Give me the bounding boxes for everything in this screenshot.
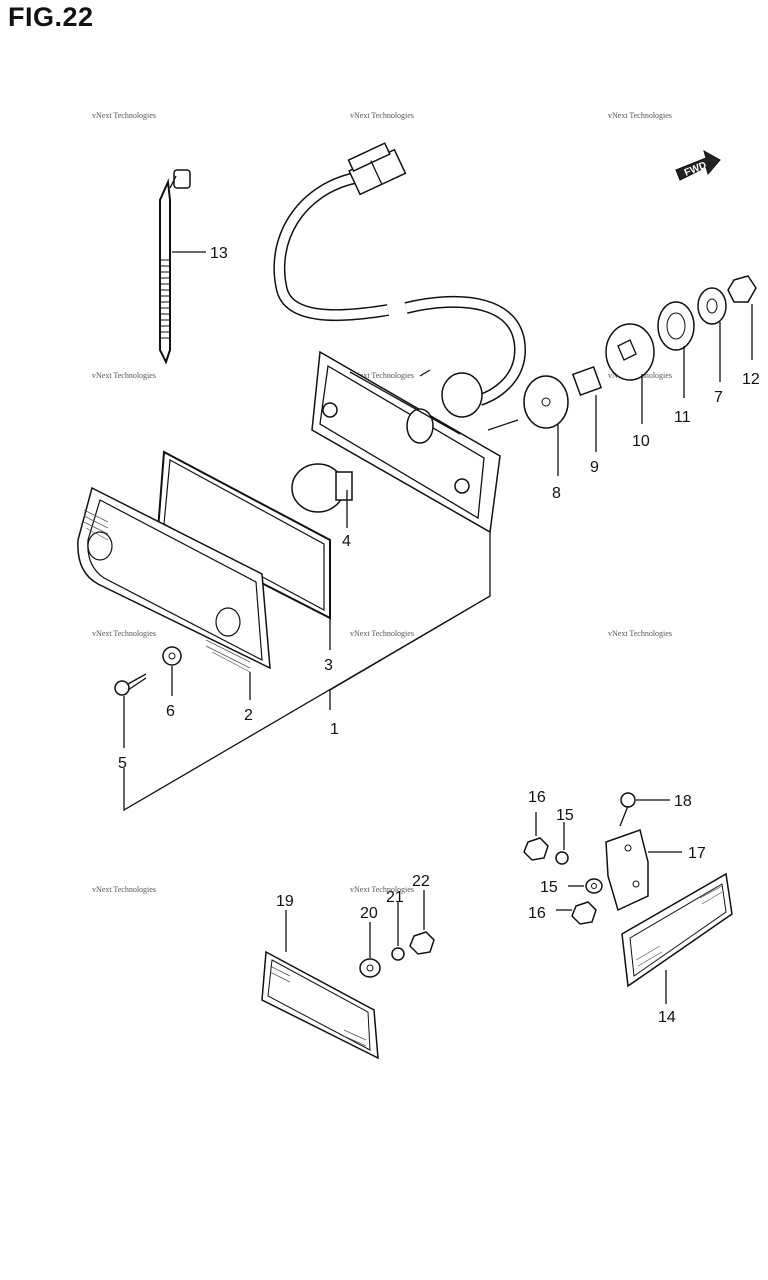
part-label: 7 xyxy=(714,389,723,406)
part-label: 8 xyxy=(552,485,561,502)
lens-part xyxy=(77,486,271,700)
part-label: 17 xyxy=(688,845,706,862)
assembly-leader-lines xyxy=(123,532,491,812)
watermark-text: vNext Technologies xyxy=(92,111,156,120)
watermark-text: vNext Technologies xyxy=(92,371,156,380)
part-label: 22 xyxy=(412,873,430,890)
part-label: 3 xyxy=(324,657,333,674)
watermark-text: vNext Technologies xyxy=(92,629,156,638)
cable-tie-part xyxy=(159,169,206,365)
bracket-part xyxy=(605,829,682,912)
wire-harness-part xyxy=(273,142,527,406)
part-label: 19 xyxy=(276,893,294,910)
part-label: 10 xyxy=(632,433,650,450)
watermark-text: vNext Technologies xyxy=(350,885,414,894)
part-labels: 13 12 7 11 10 9 8 4 3 2 6 1 5 16 15 18 1… xyxy=(118,245,760,1026)
screw-part xyxy=(114,673,147,748)
watermark-text: vNext Technologies xyxy=(608,629,672,638)
washer-nut-group xyxy=(359,890,435,978)
gasket-part xyxy=(156,450,331,650)
fwd-text: FWD xyxy=(683,160,708,179)
figure-title: FIG.22 xyxy=(8,2,94,32)
watermark-text: vNext Technologies xyxy=(350,371,414,380)
part-label: 21 xyxy=(386,889,404,906)
watermark-text: vNext Technologies xyxy=(350,111,414,120)
part-label: 4 xyxy=(342,533,351,550)
nut-washer-lower xyxy=(556,878,603,925)
part-label: 20 xyxy=(360,905,378,922)
part-label: 11 xyxy=(674,409,691,426)
washer-part-6 xyxy=(162,646,182,696)
watermark-text: vNext Technologies xyxy=(92,885,156,894)
part-label: 18 xyxy=(674,793,692,810)
reflector-part-19 xyxy=(261,910,379,1060)
part-label: 15 xyxy=(556,807,574,824)
fwd-arrow-icon: FWD xyxy=(675,149,721,181)
nut-washer-upper xyxy=(523,812,569,865)
part-label: 13 xyxy=(210,245,228,262)
part-label: 6 xyxy=(166,703,175,720)
part-label: 16 xyxy=(528,789,546,806)
hardware-stack xyxy=(523,275,757,476)
reflector-part-14 xyxy=(621,872,733,1004)
part-label: 9 xyxy=(590,459,599,476)
part-label: 16 xyxy=(528,905,546,922)
screw-part-18 xyxy=(619,792,670,827)
part-label: 1 xyxy=(330,721,339,738)
part-label: 12 xyxy=(742,371,760,388)
lamp-housing-part xyxy=(311,350,519,534)
bulb-part xyxy=(291,463,353,528)
part-label: 14 xyxy=(658,1009,676,1026)
part-label: 2 xyxy=(244,707,253,724)
part-label: 5 xyxy=(118,755,127,772)
watermarks: vNext Technologies vNext Technologies vN… xyxy=(92,111,672,894)
part-label: 15 xyxy=(540,879,558,896)
watermark-text: vNext Technologies xyxy=(350,629,414,638)
watermark-text: vNext Technologies xyxy=(608,111,672,120)
